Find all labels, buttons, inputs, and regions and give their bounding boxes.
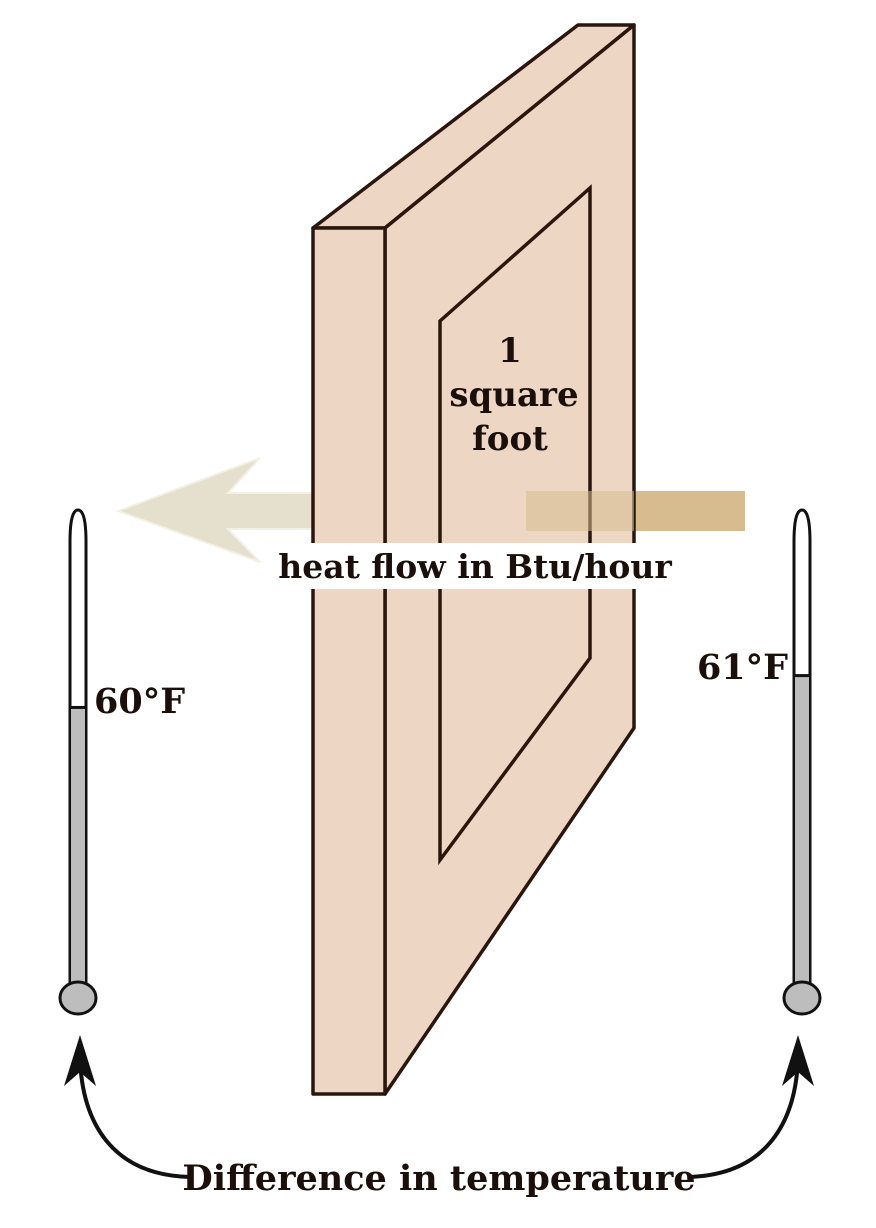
difference-arrows [64,1035,814,1179]
thermometer-right-bulb [782,980,822,1016]
thermometer-left-mercury [69,706,87,986]
area-label-unit: square [449,375,578,415]
slab-side-face [311,226,387,1096]
heat-flow-label-bg [262,543,687,589]
thermometer-left: 60°F [58,508,185,1016]
difference-arrowhead-right [782,1035,814,1086]
difference-label: Difference in temperature [182,1158,695,1199]
difference-arrow-left [78,1057,191,1179]
thermometer-left-bulb [58,980,98,1016]
area-label-number: 1 [498,331,522,371]
heat-flow-label: heat flow in Btu/hour [278,547,672,586]
thermometer-right: 61°F [697,508,822,1016]
difference-arrowhead-left [64,1035,96,1086]
difference-arrow-right [687,1057,800,1179]
area-label-unit-2: foot [472,419,548,459]
thermometer-left-reading: 60°F [94,681,185,722]
square-foot-outline [438,184,592,866]
thermometer-right-reading: 61°F [697,647,788,688]
thermometer-right-mercury [793,674,811,986]
heat-flow-arrow-overlay [526,491,634,531]
